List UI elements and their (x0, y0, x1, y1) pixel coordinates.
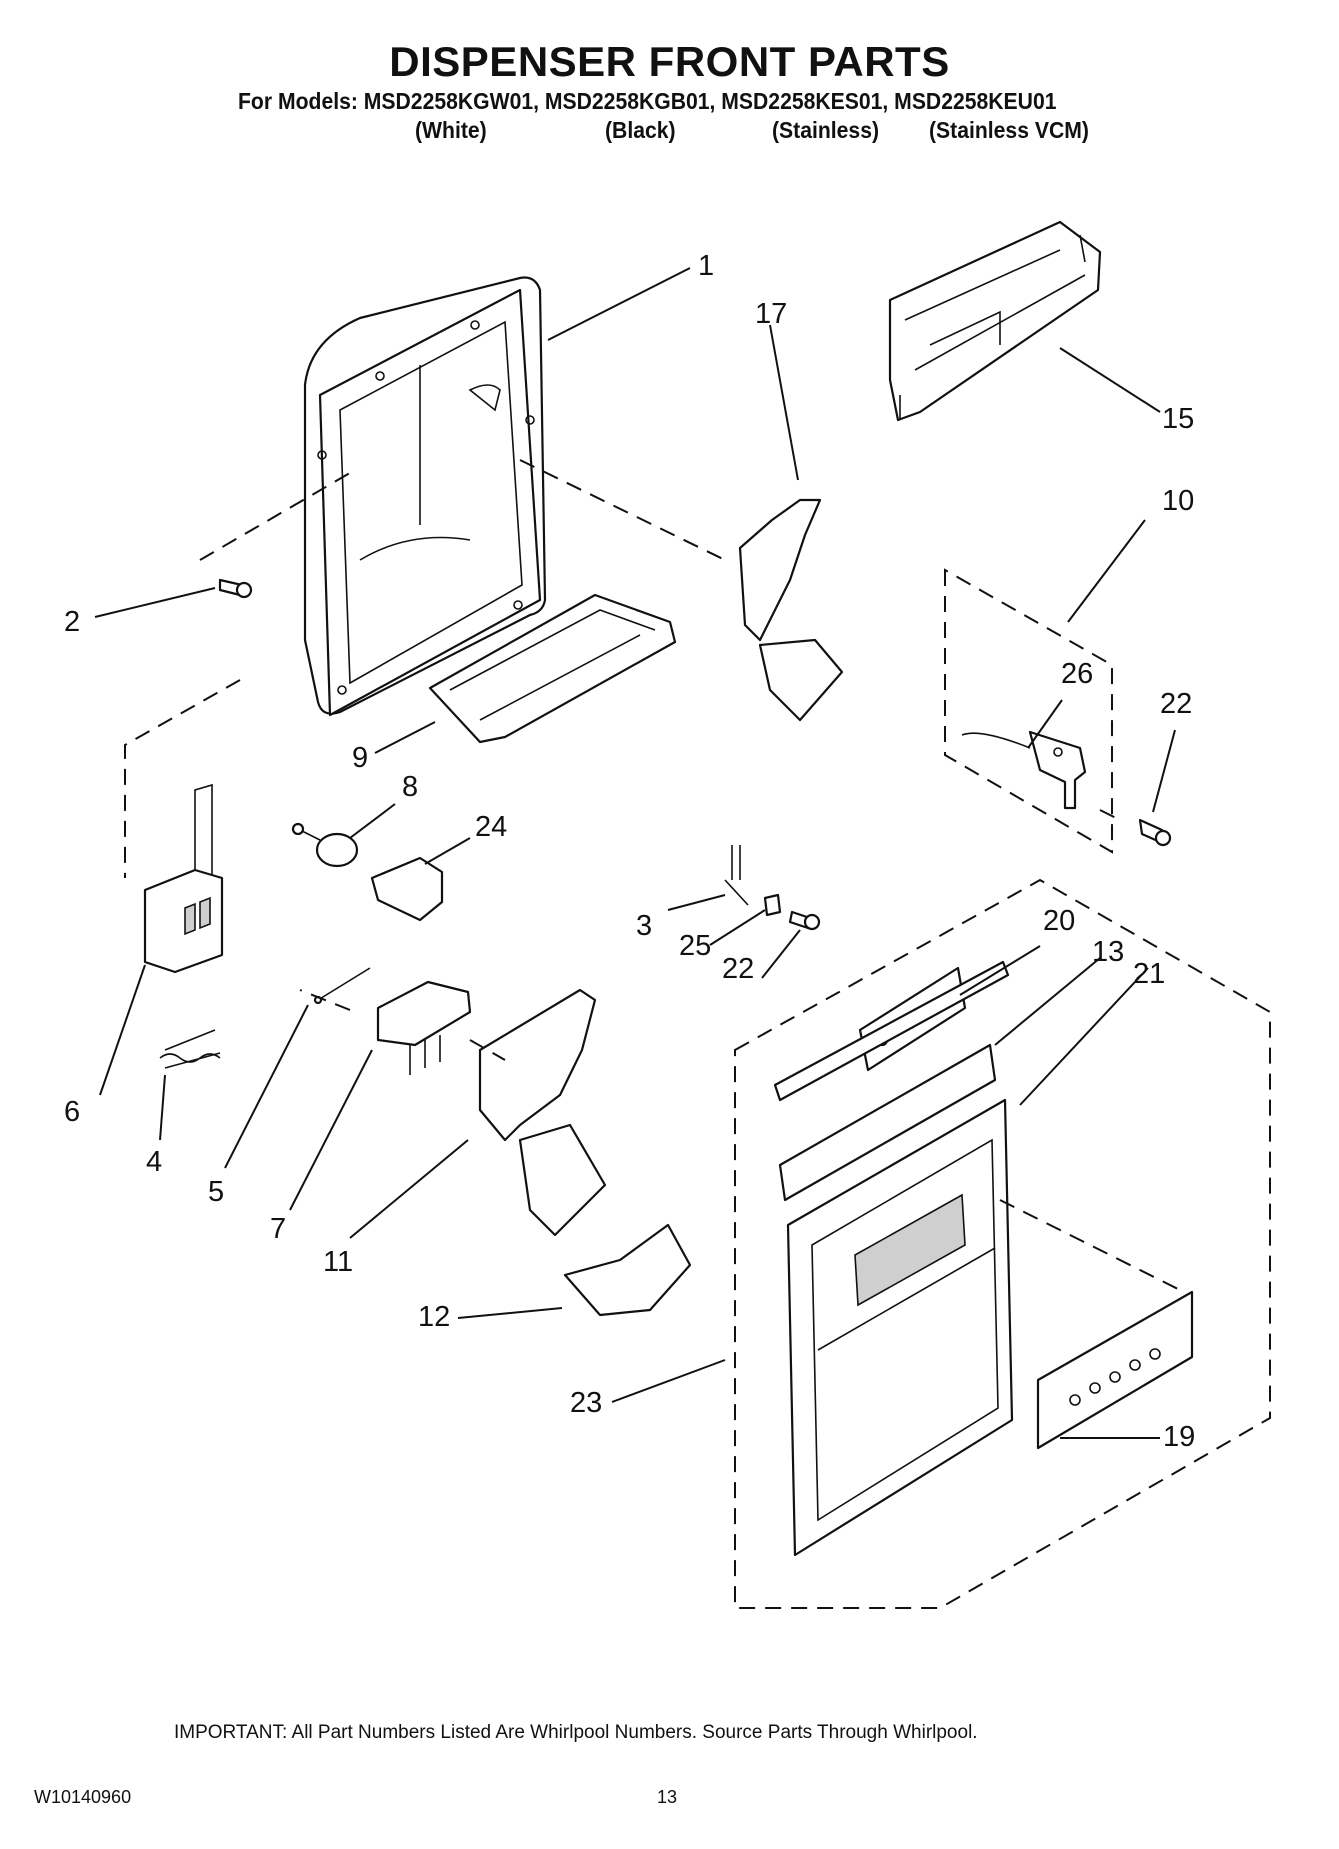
part-15-upper-bracket (888, 220, 1102, 422)
part-13-strip (773, 960, 1010, 1102)
part-11-actuator-lever (478, 988, 607, 1237)
part-8-solenoid (291, 822, 359, 868)
kit-21-dashed-outline (734, 878, 1271, 1609)
part-9-drip-tray (428, 593, 677, 744)
callout-20: 20 (1043, 905, 1076, 937)
part-22-screw-lower (788, 910, 821, 931)
page-number: 13 (657, 1787, 678, 1807)
part-5-pin (313, 967, 371, 1005)
part-4-spring (159, 1029, 221, 1069)
callout-3: 3 (636, 910, 653, 942)
part-23-dispenser-face (786, 1098, 1014, 1557)
callout-6: 6 (64, 1096, 81, 1128)
page-title: DISPENSER FRONT PARTS (389, 38, 950, 85)
part-3-clip (724, 845, 749, 906)
document-id: W10140960 (34, 1787, 132, 1807)
callout-25: 25 (679, 930, 712, 962)
alignment-lines (124, 459, 1181, 1291)
part-7-actuator (376, 980, 472, 1075)
variant-stainless: (Stainless) (772, 117, 880, 143)
callout-19: 19 (1163, 1421, 1196, 1453)
part-24-cover (370, 856, 444, 922)
part-strip-lower (778, 1043, 997, 1202)
leader-lines (94, 267, 1176, 1439)
callout-1: 1 (698, 250, 715, 282)
variant-white: (White) (415, 117, 487, 143)
callout-5: 5 (208, 1176, 225, 1208)
models-line: For Models: MSD2258KGW01, MSD2258KGB01, … (238, 88, 1057, 114)
variant-stainless-vcm: (Stainless VCM) (929, 117, 1089, 143)
callout-10: 10 (1162, 485, 1195, 517)
part-26-switch-bracket (961, 730, 1087, 810)
callout-2: 2 (64, 606, 81, 638)
callout-7: 7 (270, 1213, 287, 1245)
callout-4: 4 (146, 1146, 163, 1178)
callout-13: 13 (1092, 936, 1125, 968)
callout-8: 8 (402, 771, 419, 803)
callout-26: 26 (1061, 658, 1094, 690)
variant-black: (Black) (605, 117, 676, 143)
part-17-lever (738, 498, 844, 722)
callout-17: 17 (755, 298, 788, 330)
callout-22-upper: 22 (1160, 688, 1193, 720)
callout-11: 11 (323, 1246, 354, 1278)
callout-9: 9 (352, 742, 369, 774)
part-22-screw-upper (1138, 818, 1172, 847)
callout-21: 21 (1133, 958, 1166, 990)
part-19-control-panel (1036, 1290, 1194, 1450)
footer-note: IMPORTANT: All Part Numbers Listed Are W… (174, 1722, 978, 1743)
part-2-screw (218, 578, 253, 599)
kit-10-dashed-outline (944, 568, 1113, 854)
part-6-switch-module (143, 783, 224, 974)
callout-23: 23 (570, 1387, 603, 1419)
part-25-washer (763, 893, 782, 917)
callout-22-lower: 22 (722, 953, 755, 985)
callout-15: 15 (1162, 403, 1195, 435)
callout-12: 12 (418, 1301, 451, 1333)
part-12-funnel (563, 1223, 692, 1317)
callout-24: 24 (475, 811, 508, 843)
part-1-dispenser-housing (303, 276, 547, 717)
